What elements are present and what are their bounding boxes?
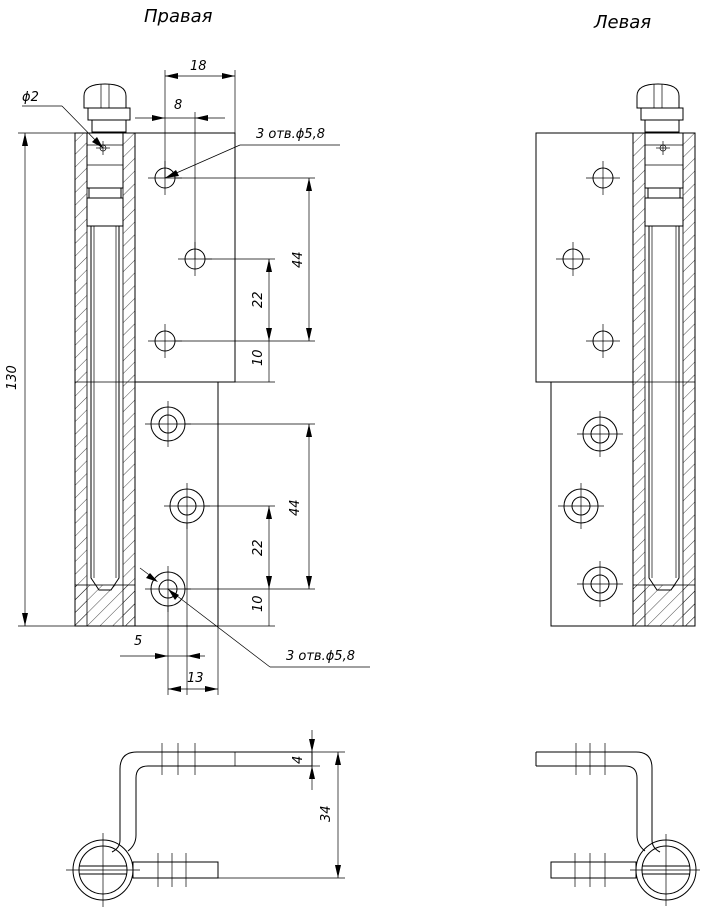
dim-22-top: 22 bbox=[251, 291, 266, 308]
dim-34: 34 bbox=[319, 805, 334, 822]
left-upper-holes bbox=[556, 161, 620, 358]
left-lower-leaf bbox=[550, 381, 634, 627]
dim-44-bot: 44 bbox=[288, 499, 303, 516]
title-left: Левая bbox=[593, 12, 651, 33]
dim-holes-top: 3 отв.ϕ5,8 bbox=[256, 127, 325, 142]
dim-13: 13 bbox=[187, 671, 204, 686]
title-right: Правая bbox=[144, 6, 213, 27]
left-upper-leaf bbox=[535, 132, 634, 383]
right-lower-leaf bbox=[134, 381, 219, 627]
left-lower-holes bbox=[558, 411, 623, 607]
dim-phi2: ϕ2 bbox=[22, 90, 39, 105]
dim-5: 5 bbox=[134, 634, 142, 649]
dim-holes-bot: 3 отв.ϕ5,8 bbox=[286, 649, 355, 664]
dim-4: 4 bbox=[291, 756, 306, 764]
right-hinge-top-view: 4 34 bbox=[66, 730, 345, 907]
right-hinge-front-view: 130 ϕ2 18 8 3 отв.ϕ5,8 44 bbox=[5, 59, 370, 695]
right-screw-head bbox=[83, 83, 127, 109]
left-screw-head bbox=[636, 83, 680, 109]
dim-22-bot: 22 bbox=[251, 539, 266, 556]
dim-10-top: 10 bbox=[251, 349, 266, 366]
dim-8: 8 bbox=[174, 98, 182, 113]
dim-10-bot: 10 bbox=[251, 595, 266, 612]
dim-130: 130 bbox=[5, 365, 20, 390]
dim-18: 18 bbox=[190, 59, 207, 74]
right-upper-holes bbox=[148, 161, 212, 358]
left-hinge-front-view bbox=[535, 83, 696, 627]
dim-44-top: 44 bbox=[291, 251, 306, 268]
left-hinge-top-view bbox=[535, 743, 700, 906]
